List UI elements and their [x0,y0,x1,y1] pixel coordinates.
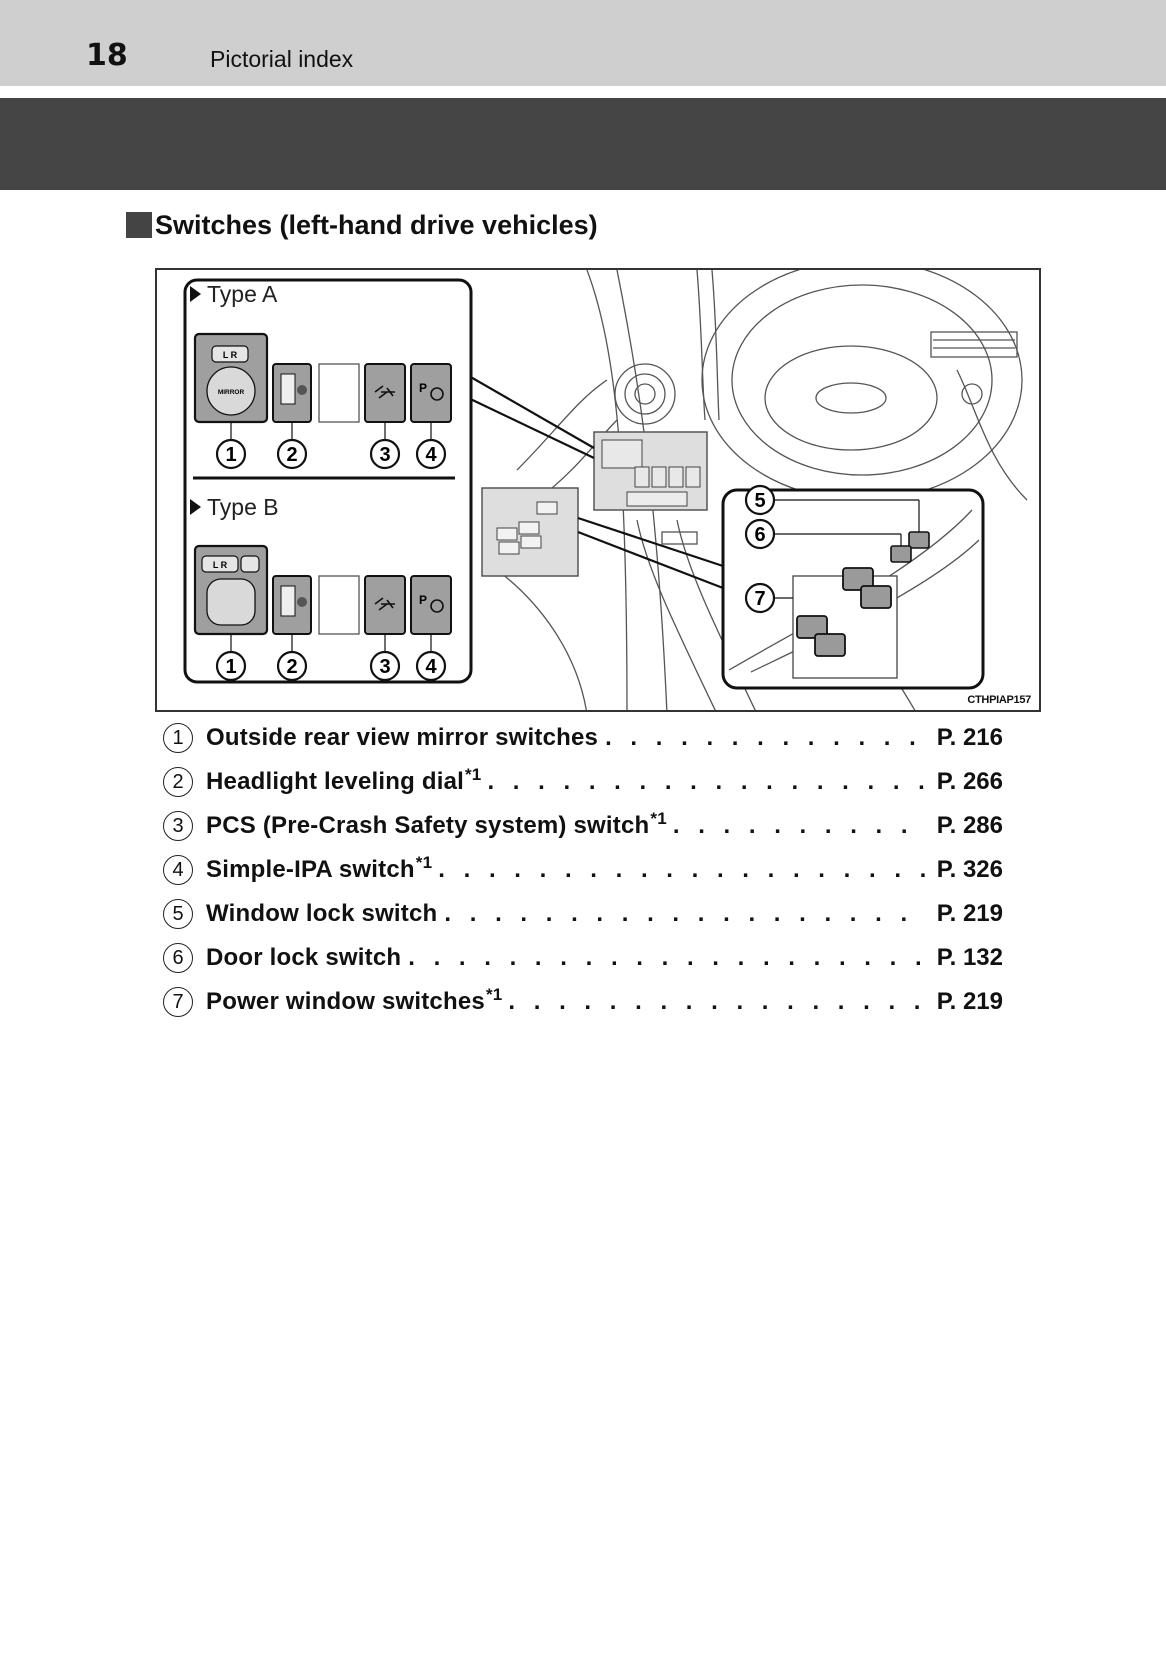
door-lock-switch [890,545,912,563]
page-reference-link[interactable]: P. 326 [936,856,1003,883]
type-a-callout-2: 2 [286,444,297,466]
list-item: 2 Headlight leveling dial*1 . . . . . . … [163,760,1003,804]
type-a-callouts [230,422,432,442]
header-bar: 18 Pictorial index [0,0,1166,86]
dot-leader: . . . . . . . . . . . . . . . . . . . . … [672,812,927,839]
heading-text: Switches (left-hand drive vehicles) [155,209,598,240]
item-label: PCS (Pre-Crash Safety system) switch*1 [206,809,667,839]
type-b-callout-4: 4 [425,656,437,678]
type-b-headlight-dial [272,575,312,635]
section-title: Pictorial index [210,46,354,72]
pcs-icon [374,385,395,399]
page-reference-link[interactable]: P. 286 [936,812,1003,839]
dot-leader: . . . . . . . . . . . . . . . . . . . . … [605,724,927,751]
list-item: 6 Door lock switch . . . . . . . . . . .… [163,936,1003,980]
item-number: 2 [163,767,193,797]
type-b-label: Type B [207,494,279,520]
dot-leader: . . . . . . . . . . . . . . . . . . . . … [508,988,927,1015]
door-switch-detail: 5 6 7 [721,484,985,690]
door-callout-6: 6 [754,524,765,546]
type-b-callout-2: 2 [286,656,297,678]
switch-reference-list: 1 Outside rear view mirror switches . . … [163,716,1003,1024]
mirror-lr-label: L R [223,350,238,360]
heading-marker-icon [126,212,152,238]
console-switch-panel [593,431,708,511]
page-number: 18 [86,38,128,73]
door-callout-7: 7 [754,588,765,610]
page-reference-link[interactable]: P. 219 [936,988,1003,1015]
item-label: Headlight leveling dial*1 [206,765,482,795]
item-number: 4 [163,855,193,885]
type-a-callout-4: 4 [425,444,437,466]
dot-leader: . . . . . . . . . . . . . . . . . . . . … [444,900,926,927]
switches-illustration: Type A L R MIRROR P [155,268,1041,712]
ipa-icon: P [419,381,427,395]
chapter-band [0,98,1166,190]
dot-leader: . . . . . . . . . . . . . . . . . . . . … [438,856,926,883]
type-b-mirror-switch: L R [193,544,269,636]
item-label: Outside rear view mirror switches [206,724,599,751]
page-reference-link[interactable]: P. 132 [936,944,1003,971]
item-label: Simple-IPA switch*1 [206,853,433,883]
item-number: 5 [163,899,193,929]
item-number: 7 [163,987,193,1017]
list-item: 1 Outside rear view mirror switches . . … [163,716,1003,760]
type-a-callout-1: 1 [225,444,236,466]
door-callout-lines [775,499,920,599]
item-label: Power window switches*1 [206,985,503,1015]
type-a-mirror-switch: L R MIRROR [193,332,269,424]
power-window-switches [796,567,892,657]
type-b-callout-1: 1 [225,656,236,678]
callout-pointers [461,371,724,590]
type-a-arrow-icon [190,286,201,302]
mirror-fold-icon [240,555,260,573]
type-a-headlight-dial [272,363,312,423]
dot-leader: . . . . . . . . . . . . . . . . . . . . … [487,768,926,795]
illustration-svg: Type A L R MIRROR P [183,270,1028,710]
ipa-icon-b: P [419,593,427,607]
mirror-label: MIRROR [218,389,245,396]
section-heading: Switches (left-hand drive vehicles) [126,210,598,240]
switch-types-panel: Type A L R MIRROR P [183,278,473,684]
type-b-arrow-icon [190,499,201,515]
door-switch-panel-bg [481,487,579,577]
type-b-blank-switch [318,575,360,635]
type-a-label: Type A [207,281,278,307]
type-b-pcs-switch [364,575,406,635]
door-callout-5: 5 [754,490,765,512]
type-a-pcs-switch [364,363,406,423]
item-label: Window lock switch [206,900,438,927]
item-number: 3 [163,811,193,841]
pcs-icon-b [374,597,395,611]
window-lock-switch [908,531,930,549]
type-b-callout-3: 3 [379,656,390,678]
type-a-blank-switch [318,363,360,423]
list-item: 3 PCS (Pre-Crash Safety system) switch*1… [163,804,1003,848]
item-number: 6 [163,943,193,973]
type-b-ipa-switch: P [410,575,452,635]
list-item: 7 Power window switches*1 . . . . . . . … [163,980,1003,1024]
mirror-lr-label-b: L R [213,560,228,570]
page-reference-link[interactable]: P. 266 [936,768,1003,795]
type-a-ipa-switch: P [410,363,452,423]
item-label: Door lock switch [206,944,402,971]
type-b-callouts [230,634,432,654]
figure-code: CTHPIAP157 [967,694,1031,706]
type-a-callout-3: 3 [379,444,390,466]
dot-leader: . . . . . . . . . . . . . . . . . . . . … [408,944,927,971]
page-reference-link[interactable]: P. 219 [936,900,1003,927]
list-item: 4 Simple-IPA switch*1 . . . . . . . . . … [163,848,1003,892]
page-reference-link[interactable]: P. 216 [936,724,1003,751]
item-number: 1 [163,723,193,753]
list-item: 5 Window lock switch . . . . . . . . . .… [163,892,1003,936]
